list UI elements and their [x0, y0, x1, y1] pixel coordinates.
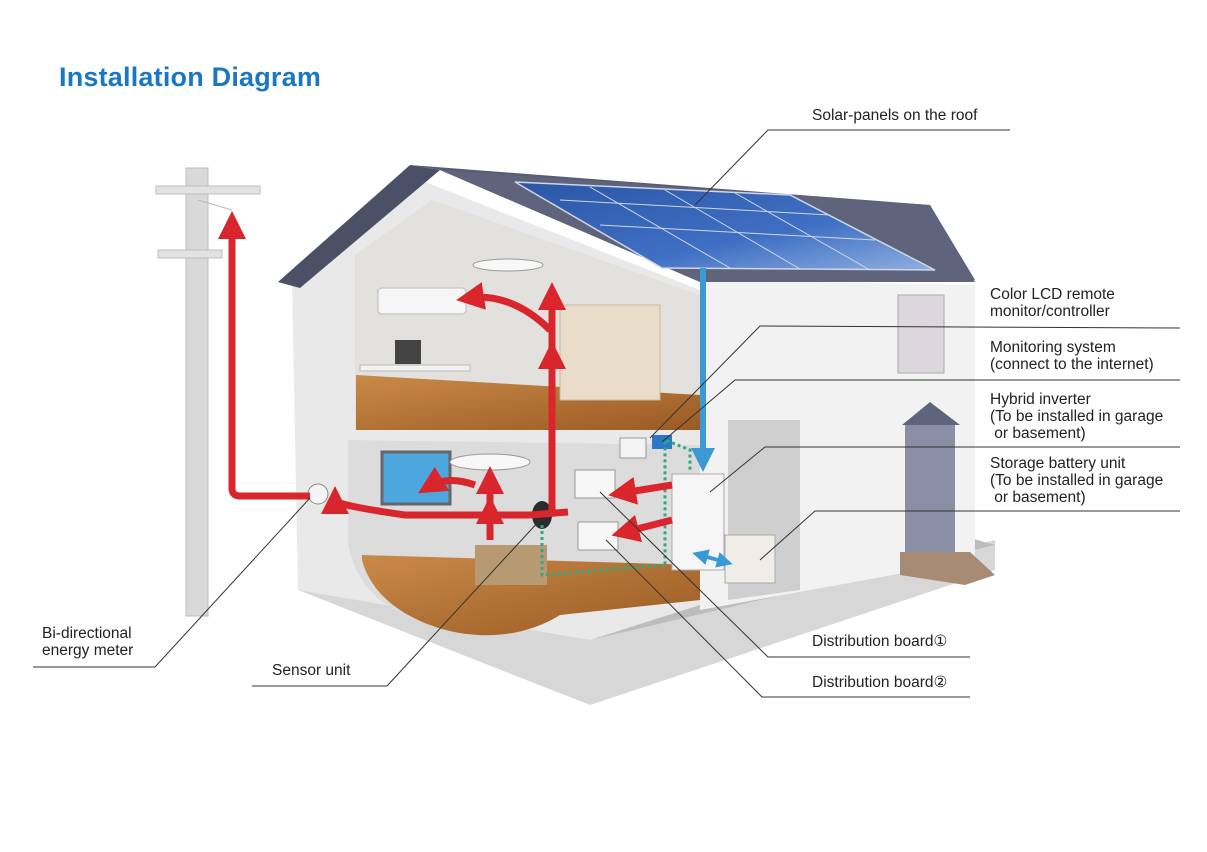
distribution-board-1: [574, 469, 616, 499]
label-monitoring-line1: Monitoring system: [990, 339, 1116, 356]
ceiling-light-upper: [472, 258, 544, 272]
lcd-remote-monitor: [619, 437, 647, 459]
label-sensor-unit: Sensor unit: [272, 662, 351, 679]
storage-battery: [724, 534, 776, 584]
label-battery-line1: Storage battery unit: [990, 455, 1126, 472]
label-inverter-line2: (To be installed in garage: [990, 408, 1164, 425]
solar-panel-array: [514, 181, 936, 271]
label-solar-panels: Solar-panels on the roof: [812, 107, 978, 124]
energy-meter-device: [307, 483, 329, 505]
label-battery-line2: (To be installed in garage: [990, 472, 1164, 489]
label-lcd-remote-line2: monitor/controller: [990, 303, 1110, 320]
label-meter-line1: Bi-directional: [42, 625, 132, 642]
page-title: Installation Diagram: [59, 62, 322, 92]
label-meter-line2: energy meter: [42, 642, 134, 659]
label-monitoring-line2: (connect to the internet): [990, 356, 1154, 373]
battery-flow-arrow: [692, 549, 733, 568]
label-lcd-remote-line1: Color LCD remote: [990, 286, 1115, 303]
ceiling-light-lower: [449, 453, 531, 471]
power-flow-arrows: [218, 211, 673, 543]
air-conditioner: [377, 287, 467, 315]
bookshelf: [559, 304, 661, 401]
hybrid-inverter-unit: [671, 473, 725, 571]
window: [897, 294, 945, 374]
data-link-line: [540, 437, 692, 577]
television: [380, 450, 452, 506]
label-inverter-line1: Hybrid inverter: [990, 391, 1091, 408]
leader-lines: [33, 129, 1181, 698]
label-distribution-board-1: Distribution board①: [812, 633, 948, 650]
label-inverter-line3: or basement): [990, 425, 1086, 442]
front-door: [900, 402, 995, 585]
utility-pole: [155, 167, 261, 617]
label-distribution-board-2: Distribution board②: [812, 674, 948, 691]
label-battery-line3: or basement): [990, 489, 1086, 506]
desk: [359, 340, 471, 372]
